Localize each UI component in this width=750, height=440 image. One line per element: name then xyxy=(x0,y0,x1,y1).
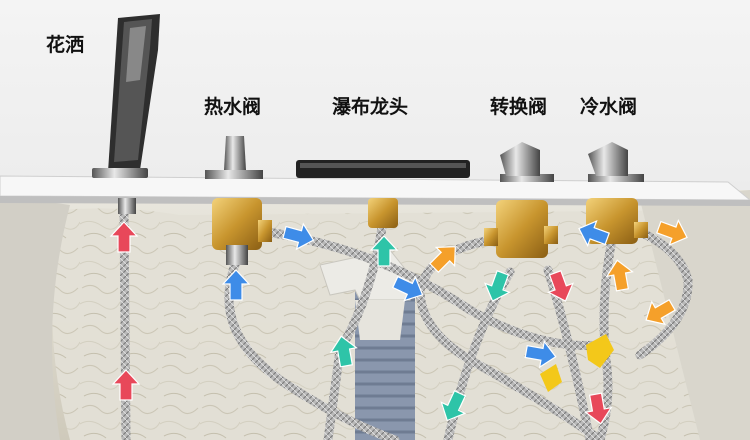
flow-arrow-mixed xyxy=(329,335,358,368)
flow-arrow-warm xyxy=(645,298,676,326)
flow-arrow-hot xyxy=(109,221,139,253)
label-shower: 花洒 xyxy=(46,34,85,56)
flow-arrow-cold xyxy=(221,269,251,301)
flow-arrow-hot xyxy=(111,369,141,401)
flow-arrows xyxy=(109,218,688,425)
flow-arrow-cold xyxy=(391,275,424,302)
label-cold-valve: 冷水阀 xyxy=(580,96,638,118)
flow-arrow-mixed xyxy=(369,235,399,267)
flow-arrow-warm xyxy=(656,218,688,246)
flow-arrow-cold xyxy=(578,220,610,248)
flow-arrow-hot xyxy=(546,270,574,302)
label-waterfall-faucet: 瀑布龙头 xyxy=(332,96,409,118)
flow-arrow-cold xyxy=(282,222,315,251)
flow-arrow-mixed xyxy=(484,270,512,302)
flow-arrow-mixed xyxy=(440,389,467,422)
flow-arrow-warm xyxy=(429,246,456,273)
flow-arrow-cold xyxy=(524,340,557,369)
flow-arrow-warm xyxy=(605,259,634,292)
label-diverter-valve: 转换阀 xyxy=(490,96,548,118)
label-hot-valve: 热水阀 xyxy=(204,96,262,118)
flow-arrow-hot xyxy=(584,392,613,425)
